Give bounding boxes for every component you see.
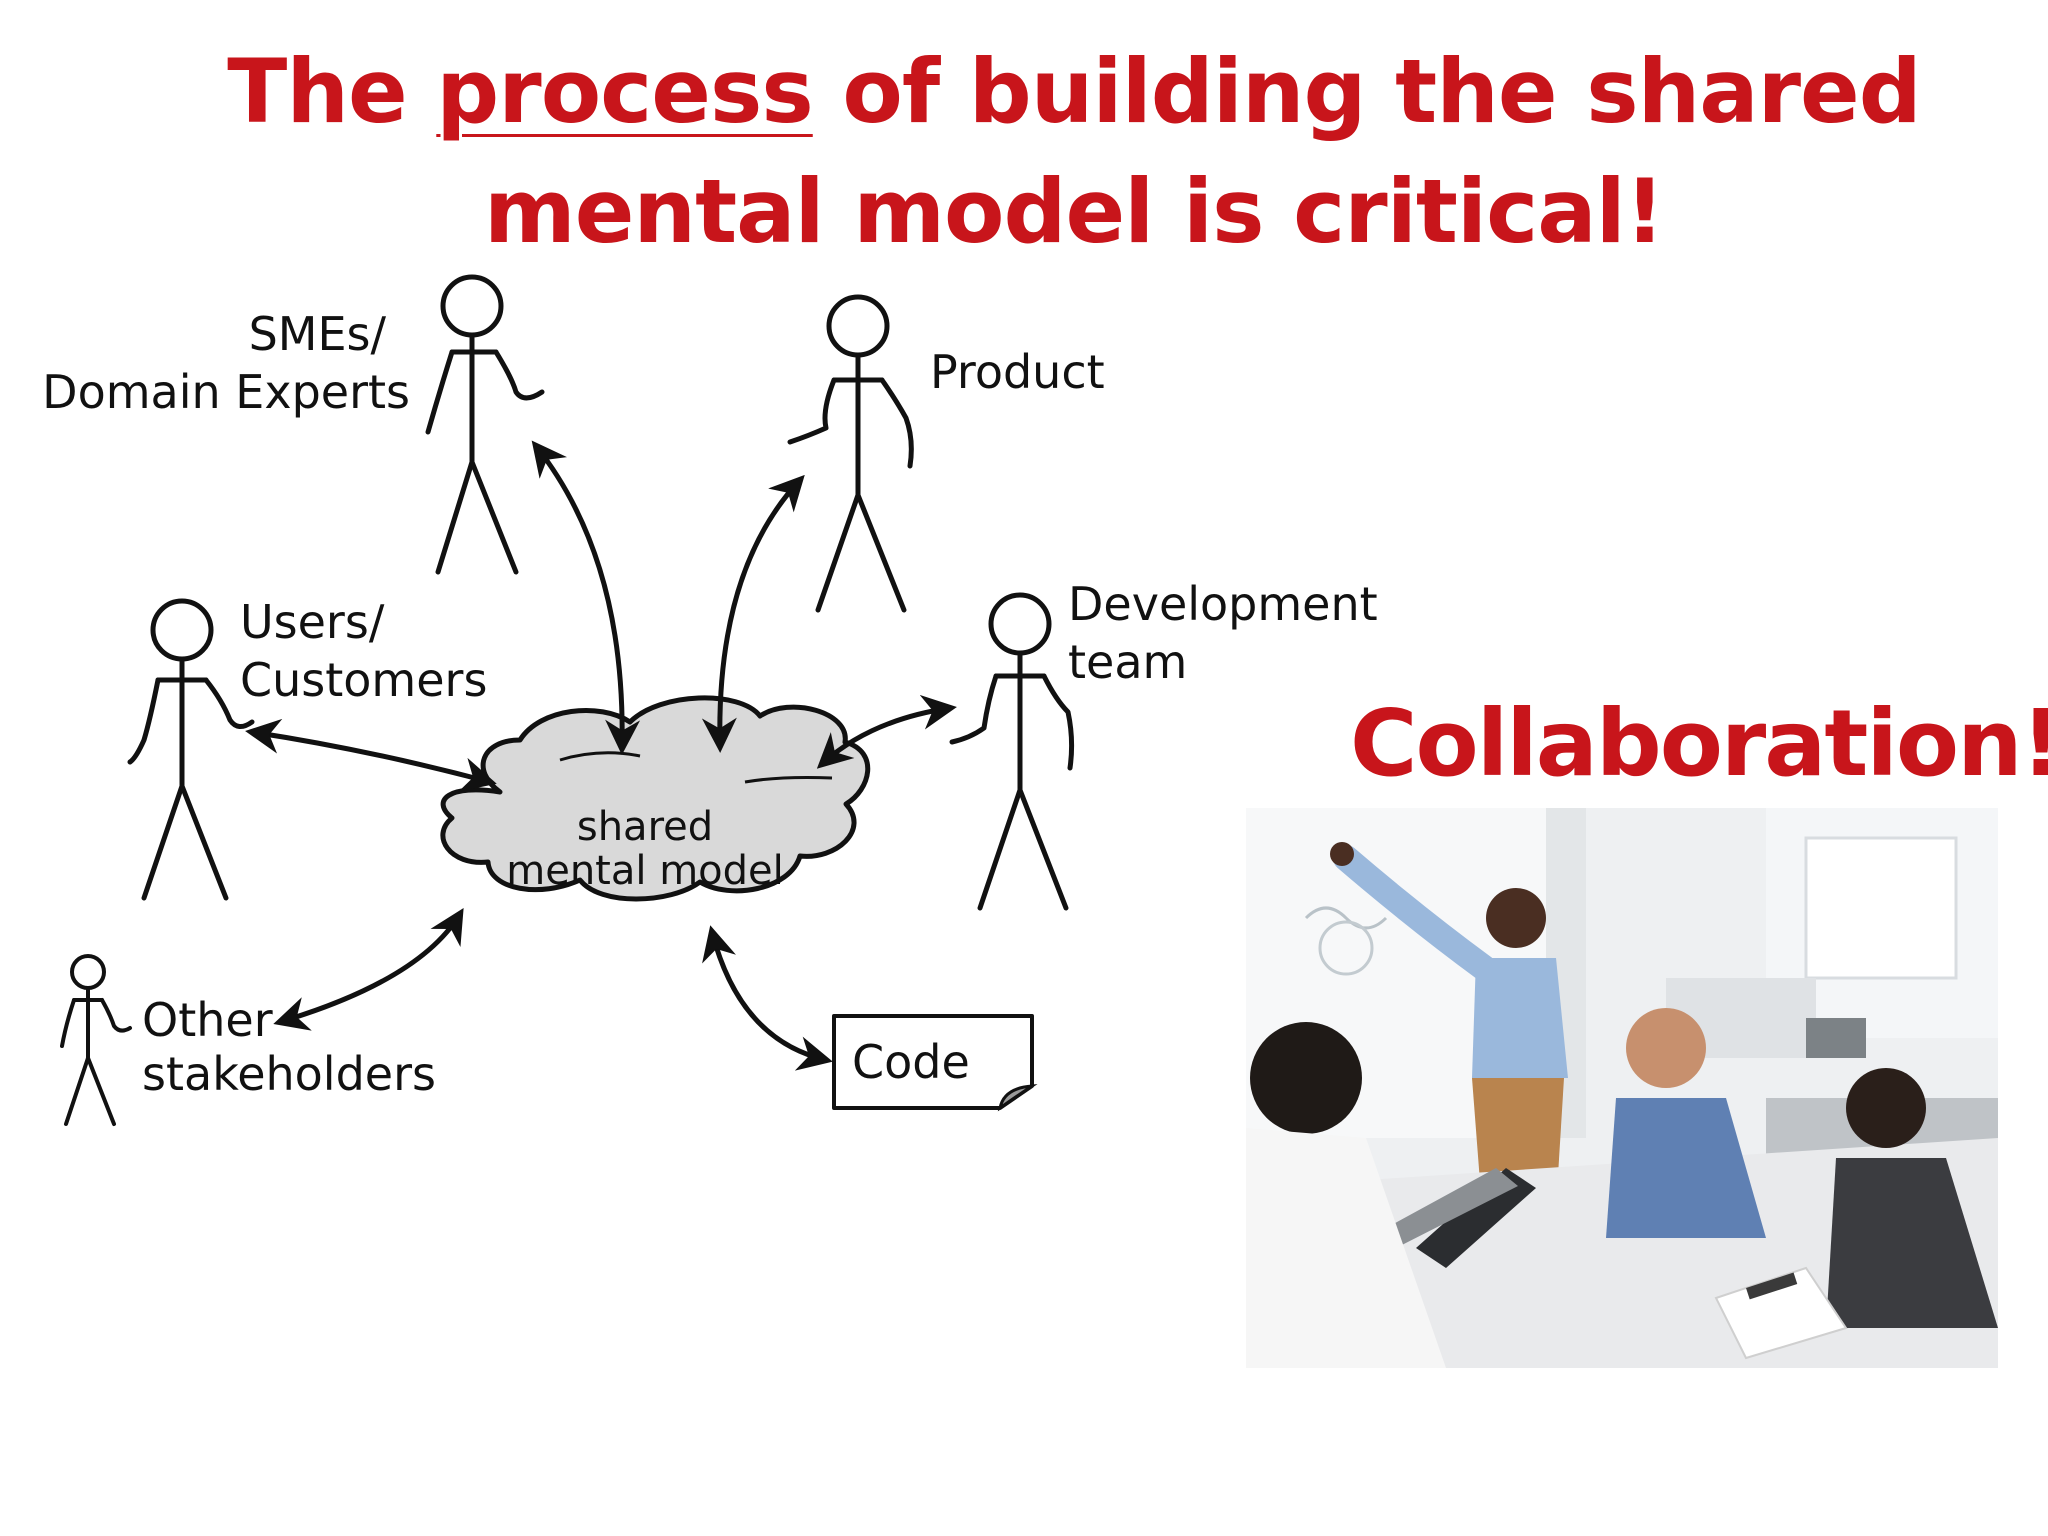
arrow-dev-team (816, 694, 957, 769)
title-word-the: The (227, 40, 407, 143)
cloud-label-line-2: mental model (506, 848, 784, 894)
stick-figure-dev-team (949, 592, 1075, 911)
title-word-process: process (436, 40, 813, 143)
stick-figure-users (127, 598, 255, 901)
users-label-line-2: Customers (240, 653, 487, 707)
dev-team-label-line-1: Development (1068, 577, 1378, 631)
smes-label-line-2: Domain Experts (42, 365, 410, 419)
arrow-other (273, 908, 464, 1031)
stakeholder-diagram: SMEs/ Domain Experts Product Users/ Cust… (42, 274, 1378, 1126)
code-note (832, 1014, 1038, 1112)
arrow-code (702, 925, 833, 1071)
dev-team-label-line-2: team (1068, 635, 1187, 689)
users-label-line-1: Users/ (240, 595, 385, 649)
arrow-product (701, 474, 805, 753)
title-line-1-rest: of building the shared (842, 40, 1921, 143)
other-label-line-1: Other (142, 993, 273, 1047)
arrow-users (245, 718, 497, 792)
cloud-label-line-1: shared (577, 804, 713, 850)
title-line-1: The process of building the shared (0, 40, 2048, 143)
product-label: Product (930, 345, 1105, 399)
code-label: Code (852, 1035, 970, 1089)
title-line-2: mental model is critical! (484, 160, 1665, 263)
stick-figure-product (787, 294, 914, 613)
collaboration-title: Collaboration! (1350, 690, 2048, 797)
stick-figure-other (60, 954, 132, 1126)
smes-label-line-1: SMEs/ (249, 307, 387, 361)
other-label-line-2: stakeholders (142, 1047, 436, 1101)
stick-figure-smes (425, 274, 545, 575)
arrow-smes (531, 440, 641, 755)
collaboration-photo (1246, 808, 1998, 1368)
meeting-scene (1246, 808, 1998, 1368)
